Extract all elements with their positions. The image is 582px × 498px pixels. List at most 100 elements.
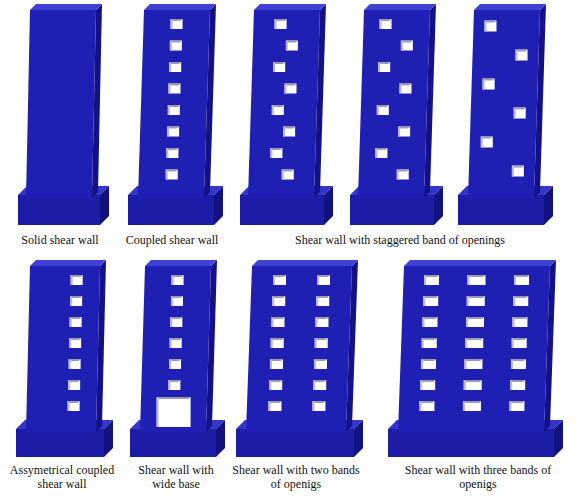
opening-shade bbox=[401, 41, 413, 43]
wall-opening bbox=[401, 41, 413, 51]
wall-opening bbox=[424, 275, 439, 285]
wall-opening bbox=[275, 19, 287, 29]
opening-shade bbox=[464, 380, 482, 382]
opening-shade bbox=[68, 401, 80, 403]
opening-shade bbox=[419, 401, 434, 403]
wall-opening bbox=[168, 84, 180, 94]
opening-shade bbox=[171, 296, 173, 306]
base-front bbox=[18, 195, 100, 225]
opening-shade bbox=[284, 84, 296, 86]
base-front bbox=[130, 429, 216, 457]
opening-shade bbox=[421, 359, 436, 361]
opening-shade bbox=[511, 359, 513, 369]
wall-opening bbox=[375, 148, 387, 158]
opening-shade bbox=[171, 296, 183, 298]
figure-caption: Shear wall with staggered band of openin… bbox=[270, 233, 530, 247]
wall-opening bbox=[283, 127, 295, 137]
wall-opening bbox=[467, 296, 485, 306]
opening-shade bbox=[286, 41, 288, 51]
opening-shade bbox=[314, 359, 316, 369]
wall-opening bbox=[314, 359, 327, 369]
opening-shade bbox=[273, 275, 275, 285]
opening-shade bbox=[70, 296, 72, 306]
opening-shade bbox=[509, 401, 524, 403]
opening-shade bbox=[512, 317, 527, 319]
wall-opening bbox=[421, 359, 436, 369]
base-side bbox=[100, 186, 109, 225]
wall-opening bbox=[514, 275, 529, 285]
opening-shade bbox=[273, 62, 275, 72]
opening-shade bbox=[171, 19, 183, 21]
opening-shade bbox=[269, 380, 271, 390]
base-front bbox=[16, 429, 104, 457]
opening-shade bbox=[168, 380, 170, 390]
opening-shade bbox=[168, 84, 170, 94]
opening-shade bbox=[398, 127, 410, 129]
opening-shade bbox=[514, 108, 516, 119]
wall-top bbox=[30, 260, 106, 266]
opening-shade bbox=[315, 338, 317, 348]
opening-shade bbox=[68, 401, 70, 411]
opening-shade bbox=[511, 359, 526, 361]
opening-shade bbox=[380, 19, 382, 29]
opening-shade bbox=[270, 359, 283, 361]
opening-shade bbox=[419, 401, 421, 411]
wall-opening bbox=[464, 359, 482, 369]
opening-shade bbox=[157, 397, 159, 427]
opening-shade bbox=[397, 170, 409, 172]
wall-opening bbox=[315, 338, 328, 348]
opening-shade bbox=[272, 105, 274, 115]
opening-shade bbox=[167, 127, 179, 129]
wall-opening bbox=[170, 338, 182, 348]
opening-shade bbox=[169, 62, 171, 72]
wall-opening bbox=[422, 317, 437, 327]
opening-shade bbox=[464, 359, 482, 361]
wall-top bbox=[364, 4, 436, 10]
opening-shade bbox=[69, 359, 81, 361]
opening-shade bbox=[510, 380, 512, 390]
opening-shade bbox=[399, 84, 401, 94]
wall-opening bbox=[273, 275, 286, 285]
wall-opening bbox=[513, 296, 528, 306]
wall-opening bbox=[68, 401, 80, 411]
wall-opening bbox=[423, 296, 438, 306]
opening-shade bbox=[516, 50, 518, 61]
wall-opening bbox=[465, 338, 483, 348]
opening-shade bbox=[421, 359, 423, 369]
base-side bbox=[104, 420, 113, 457]
opening-shade bbox=[71, 275, 73, 285]
wall-opening bbox=[377, 105, 389, 115]
figure-caption: Coupled shear wall bbox=[117, 233, 227, 247]
wall-opening bbox=[312, 401, 325, 411]
opening-shade bbox=[157, 397, 191, 399]
wall-opening bbox=[166, 170, 178, 180]
opening-shade bbox=[467, 296, 485, 298]
opening-shade bbox=[68, 380, 80, 382]
opening-shade bbox=[275, 19, 277, 29]
opening-shade bbox=[513, 296, 515, 306]
wall-top bbox=[254, 4, 326, 10]
base-front bbox=[388, 429, 554, 457]
opening-shade bbox=[424, 275, 439, 277]
opening-shade bbox=[283, 127, 285, 137]
opening-shade bbox=[70, 317, 72, 327]
wall-opening bbox=[313, 380, 326, 390]
wall-opening bbox=[271, 317, 284, 327]
wall-opening bbox=[270, 359, 283, 369]
opening-shade bbox=[268, 401, 270, 411]
opening-shade bbox=[170, 317, 182, 319]
wall-opening bbox=[511, 359, 526, 369]
opening-shade bbox=[313, 380, 326, 382]
wall-opening bbox=[171, 296, 183, 306]
wall-opening bbox=[169, 62, 181, 72]
opening-shade bbox=[166, 148, 168, 158]
wall-opening bbox=[399, 84, 411, 94]
opening-shade bbox=[422, 317, 437, 319]
opening-shade bbox=[315, 317, 328, 319]
opening-shade bbox=[377, 105, 379, 115]
base-side bbox=[324, 186, 333, 225]
wall-opening bbox=[70, 296, 82, 306]
opening-shade bbox=[166, 170, 178, 172]
wall-opening bbox=[466, 317, 484, 327]
opening-shade bbox=[315, 338, 328, 340]
